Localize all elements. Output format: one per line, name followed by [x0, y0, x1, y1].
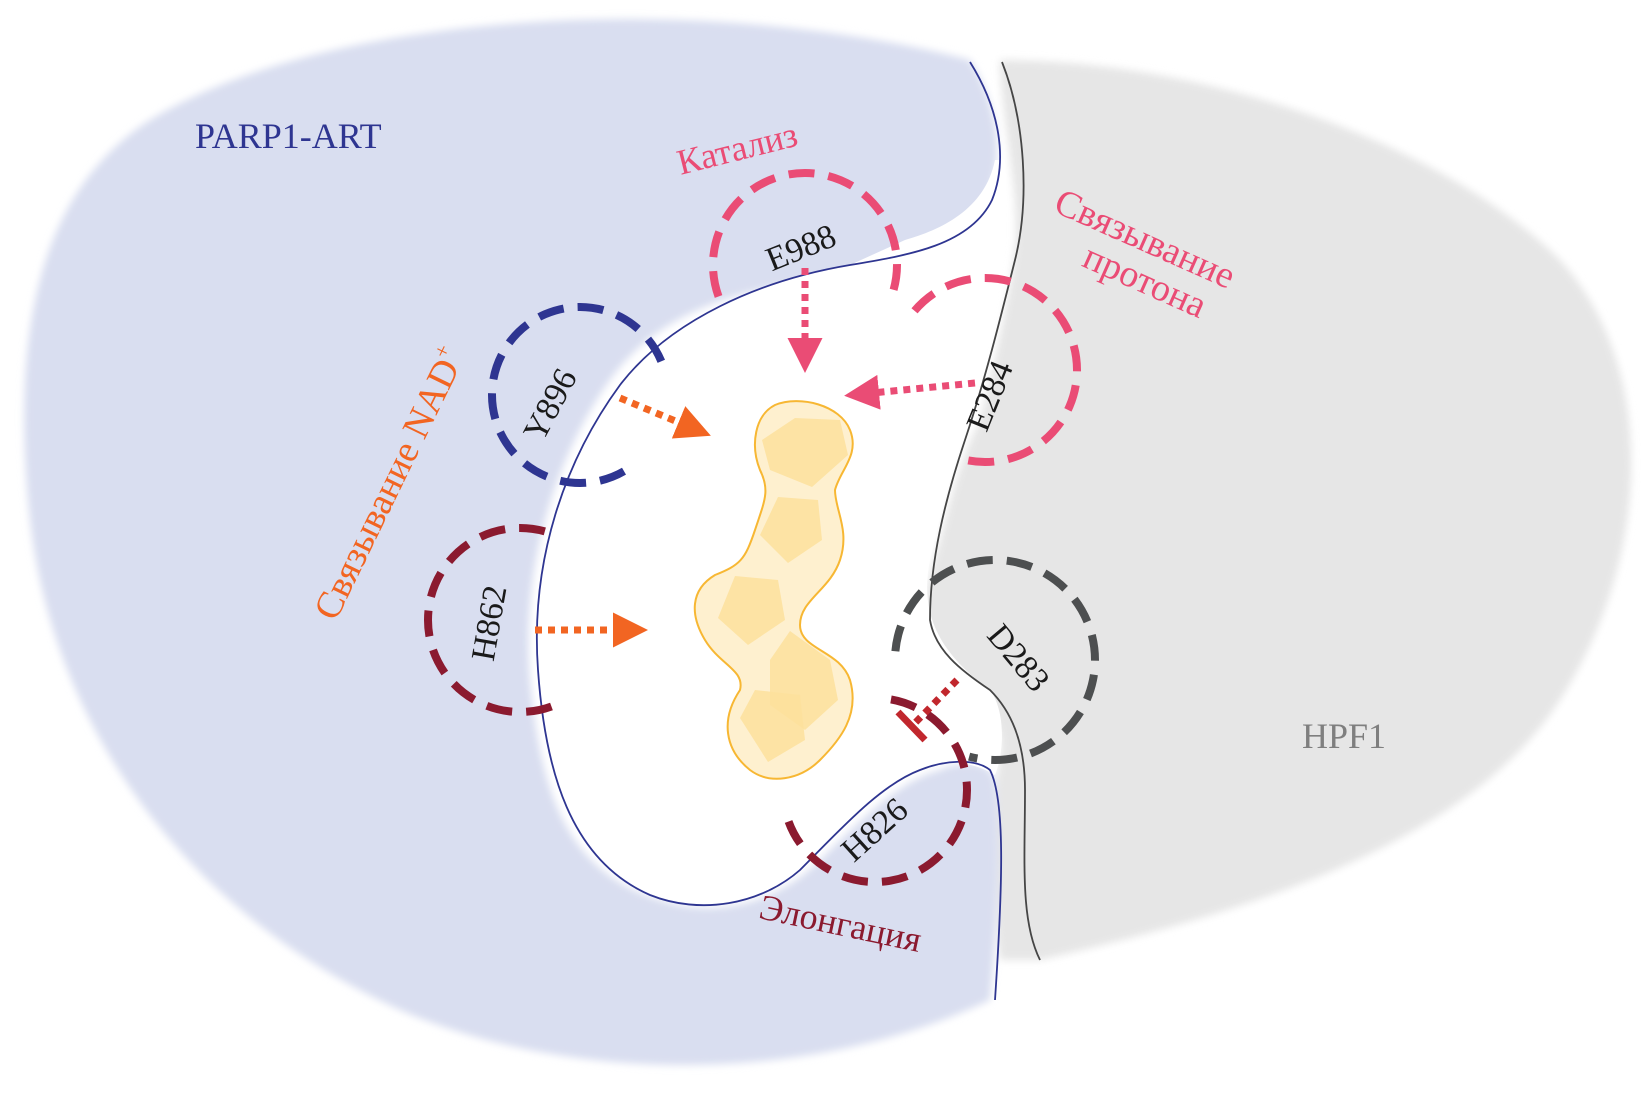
inhibition-line [910, 677, 960, 728]
arrow-e284-to-substrate [844, 374, 976, 410]
residue-ring-e988 [709, 169, 901, 298]
hpf1-label: HPF1 [1302, 716, 1386, 756]
substrate-ring-1 [762, 418, 848, 487]
hpf1-domain [922, 60, 1632, 960]
residue-ring-h826 [784, 695, 971, 886]
inhibition-d283-h826 [895, 677, 960, 743]
parp1-art-domain [24, 19, 999, 1066]
residue-ring-y896 [488, 303, 667, 487]
nad-substrate [693, 400, 854, 780]
inhibition-bar [895, 709, 928, 743]
residue-ring-d283 [891, 556, 1099, 764]
arrow-y896-to-substrate [618, 394, 711, 439]
residue-ring-e284 [911, 274, 1081, 466]
parp1-surface-outline [535, 61, 1003, 1001]
parp1-art-label: PARP1-ART [195, 116, 382, 156]
substrate-ring-2 [760, 497, 822, 563]
residue-ring-h862 [424, 524, 553, 716]
substrate-ring-5 [740, 690, 805, 762]
substrate-ring-3 [718, 576, 785, 645]
